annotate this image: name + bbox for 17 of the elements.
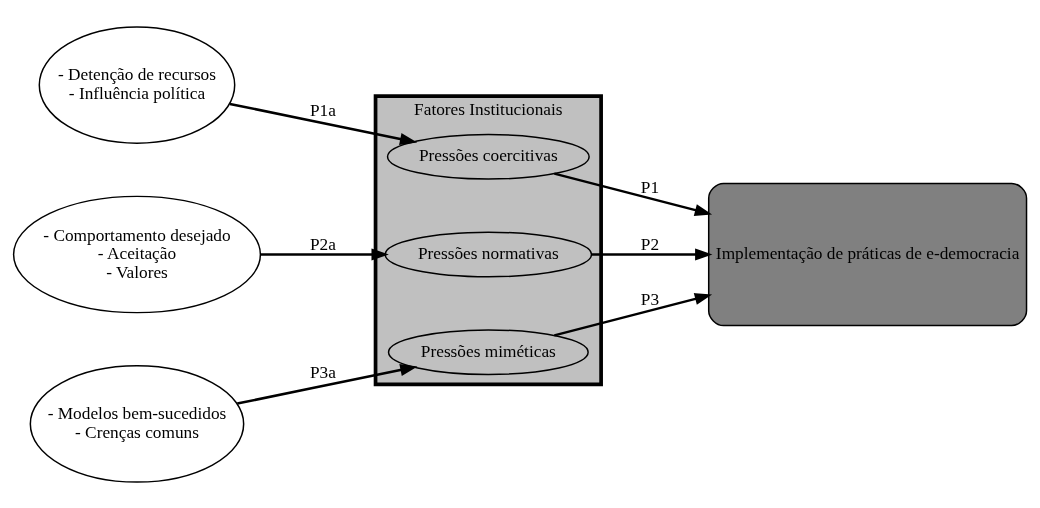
node-ellipse: - Modelos bem-sucedidos - Crenças comuns <box>29 364 245 483</box>
node-box: Implementação de práticas de e-democracia <box>707 182 1028 326</box>
arrow <box>260 247 389 261</box>
arrow <box>554 171 713 216</box>
edge-label: P3 <box>640 289 660 309</box>
arrow <box>237 363 418 405</box>
node-ellipse: - Detenção de recursos - Influência política <box>38 25 236 144</box>
node-ellipse: Pressões normativas <box>384 231 593 277</box>
edge-label: P1 <box>640 177 660 197</box>
edge-label: P2 <box>640 234 660 254</box>
edge-label: P1a <box>310 100 336 120</box>
arrow <box>229 102 418 145</box>
arrow <box>554 292 713 337</box>
arrow <box>591 247 713 261</box>
node-ellipse: - Comportamento desejado - Aceitação - Valores <box>12 195 262 313</box>
edge-label: P2a <box>310 234 336 254</box>
edge-label: P3a <box>310 362 336 382</box>
